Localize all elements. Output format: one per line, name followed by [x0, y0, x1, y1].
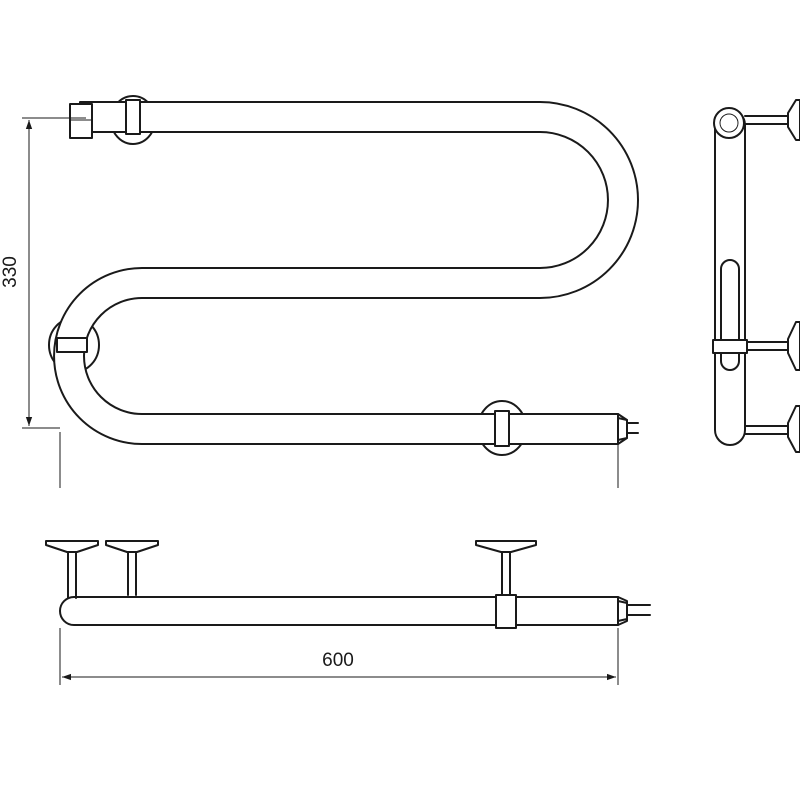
height-dimension-label: 330: [0, 256, 21, 288]
front-top-collar: [125, 99, 141, 135]
front-end-cap: [617, 417, 628, 441]
front-bottom-collar: [494, 410, 510, 447]
front-top-inlet-fitting: [69, 103, 93, 139]
top-view: [45, 540, 651, 629]
front-rail-body: [53, 101, 639, 445]
top-collar: [495, 594, 517, 629]
top-horizontal-tube: [59, 596, 628, 626]
top-end-cap: [617, 600, 628, 622]
height-dimension: 330: [0, 117, 86, 429]
top-middle-wall-plate: [105, 540, 159, 553]
side-view: [712, 99, 800, 453]
front-view: [48, 95, 639, 456]
width-dimension-label: 600: [322, 650, 354, 671]
side-top-ring: [713, 107, 745, 139]
front-left-collar: [56, 337, 88, 353]
side-top-wall-plate: [787, 99, 800, 141]
side-bottom-wall-plate: [787, 405, 800, 453]
top-right-wall-plate: [475, 540, 537, 553]
top-left-wall-plate: [45, 540, 99, 553]
side-middle-wall-plate: [787, 321, 800, 371]
width-dimension: 600: [59, 432, 619, 685]
side-collar: [712, 339, 748, 354]
